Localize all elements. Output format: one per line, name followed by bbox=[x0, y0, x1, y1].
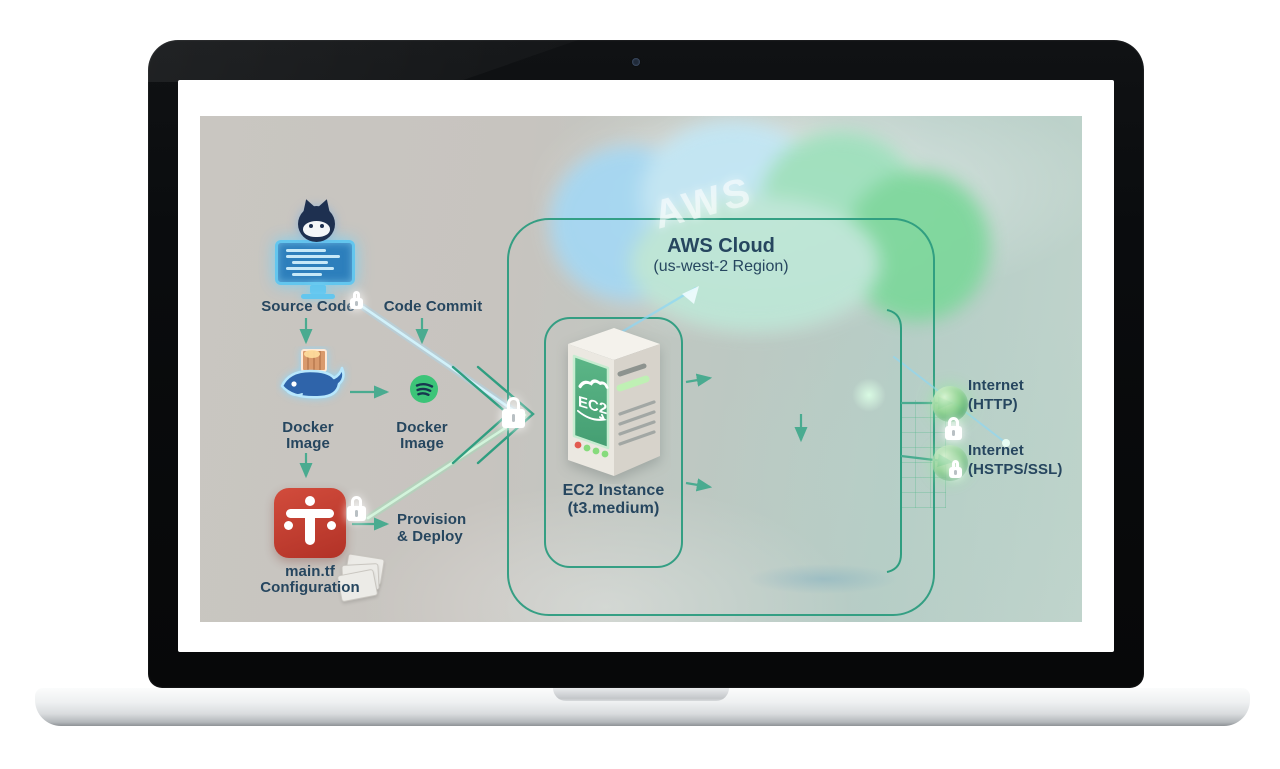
ec2-instance-boundary bbox=[544, 317, 683, 568]
docker-image-left-label: Docker Image bbox=[282, 419, 334, 452]
webcam-icon bbox=[632, 58, 640, 66]
aws-cloud-title: AWS Cloud bbox=[667, 235, 775, 257]
lock-icon bbox=[347, 496, 366, 521]
aws-region-subtitle: (us-west-2 Region) bbox=[653, 258, 789, 275]
laptop-notch bbox=[553, 688, 729, 701]
terraform-icon bbox=[274, 488, 346, 558]
laptop-base bbox=[35, 688, 1250, 726]
provision-deploy-label: Provision & Deploy bbox=[397, 511, 467, 545]
container-bracket bbox=[886, 309, 902, 573]
lens-flare bbox=[852, 378, 886, 412]
laptop-screen: AWS AWS Cloud (us-west-2 Region) bbox=[148, 40, 1144, 688]
lock-icon bbox=[949, 460, 962, 478]
internet-https-label: Internet (HSTPS/SSL) bbox=[968, 442, 1063, 478]
screen-content: AWS AWS Cloud (us-west-2 Region) bbox=[178, 80, 1114, 652]
bezel-reflection bbox=[148, 40, 578, 82]
source-code-monitor-icon bbox=[275, 240, 355, 285]
connector-lines bbox=[299, 286, 1010, 573]
code-commit-label: Code Commit bbox=[383, 298, 483, 315]
spotify-icon bbox=[410, 375, 438, 403]
docker-whale-icon bbox=[280, 349, 345, 399]
internet-http-label: Internet (HTTP) bbox=[968, 377, 1024, 413]
glow-links bbox=[359, 286, 1010, 522]
soft-shadow bbox=[748, 564, 898, 594]
monitor-stand bbox=[310, 285, 326, 294]
ec2-server-icon: EC2 bbox=[568, 328, 660, 476]
monitor-base bbox=[301, 294, 335, 299]
source-code-label: Source Code bbox=[261, 298, 355, 315]
lock-icon bbox=[945, 417, 962, 440]
lock-icon bbox=[350, 291, 363, 309]
flow-arrows bbox=[299, 318, 954, 531]
maintf-label: main.tf Configuration bbox=[260, 563, 360, 596]
lock-icon bbox=[502, 397, 525, 428]
docker-image-right-label: Docker Image bbox=[396, 419, 448, 452]
ec2-instance-label: EC2 Instance (t3.medium) bbox=[562, 482, 665, 517]
github-cat-icon bbox=[298, 197, 335, 242]
architecture-diagram: AWS AWS Cloud (us-west-2 Region) bbox=[200, 116, 1082, 622]
